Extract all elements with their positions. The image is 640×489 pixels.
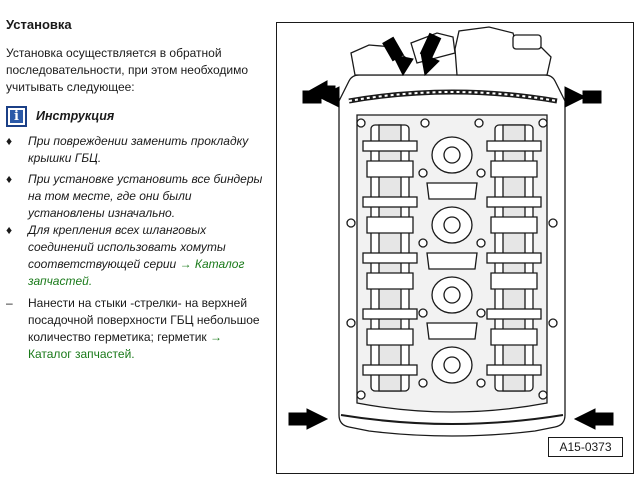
cylinder-head-drawing	[288, 26, 614, 437]
info-icon: i	[6, 106, 27, 127]
parts-catalog-link[interactable]: → Каталог запчастей.	[28, 257, 245, 288]
step-text: Нанести на стыки -стрелки- на верхней по…	[28, 296, 260, 344]
diamond-bullet-icon: ♦	[6, 223, 13, 237]
instruction-text: Для крепления всех шланговых соединений …	[28, 223, 226, 271]
diamond-bullet-icon: ♦	[6, 172, 13, 186]
dash-bullet-icon: –	[6, 296, 13, 310]
parts-catalog-link[interactable]: → Каталог запчастей.	[28, 330, 222, 361]
instruction-header: i Инструкция	[6, 106, 268, 130]
diamond-bullet-icon: ♦	[6, 134, 13, 148]
intro-paragraph: Установка осуществляется в обратной посл…	[6, 46, 249, 94]
instruction-text: При установке установить все биндеры на …	[28, 172, 263, 220]
instruction-title: Инструкция	[36, 109, 115, 123]
section-heading: Установка	[6, 17, 72, 32]
cylinder-head-figure	[276, 22, 634, 474]
instruction-text: При повреждении заменить прокладку крышк…	[28, 134, 249, 165]
figure-label: A15-0373	[548, 437, 623, 457]
